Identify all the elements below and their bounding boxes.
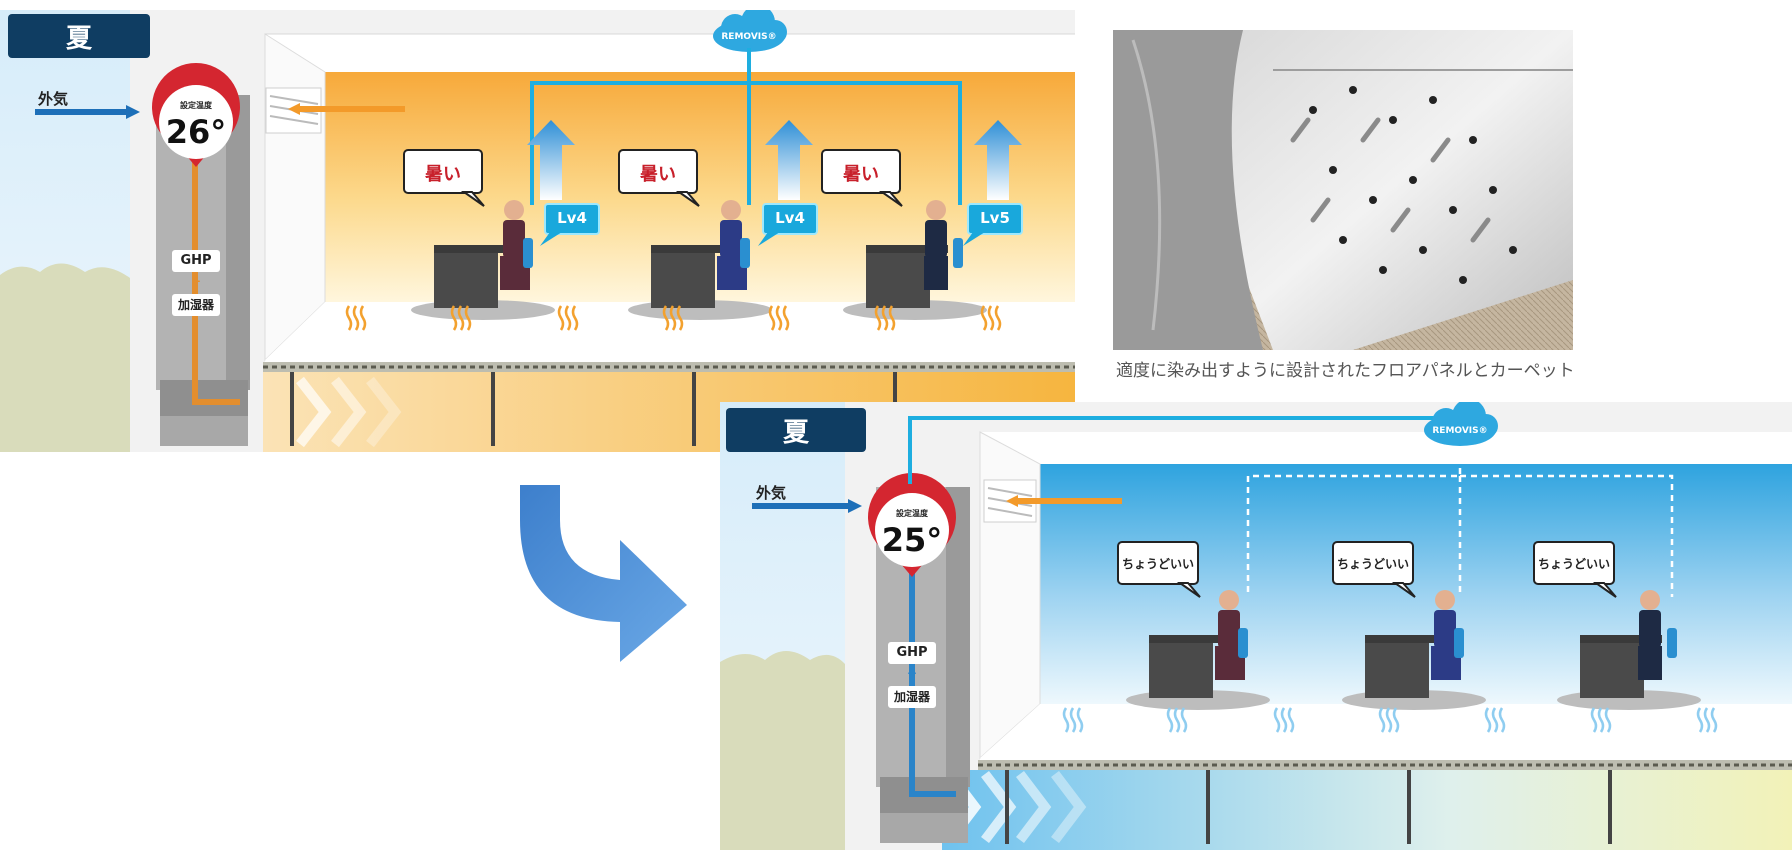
photo-caption: 適度に染み出すように設計されたフロアパネルとカーペット [1116,361,1575,381]
speech-bubble-text: ちょうどいい [1121,557,1194,571]
cloud-icon [1424,402,1498,446]
speech-bubble-text: ちょうどいい [1537,557,1610,571]
season-label: 夏 [726,408,866,452]
cloud-icon [713,10,787,52]
heat-wave-icon [1062,707,1718,733]
person-at-desk-icon [1126,590,1270,710]
ghp-label: GHP [888,642,936,664]
heat-wave-icon [345,305,1002,331]
level-badge: Lv5 [980,209,1010,227]
setpoint-value: 25° [881,521,943,559]
humidifier-label: 加湿器 [172,294,220,316]
season-label: 夏 [8,14,150,58]
person-at-desk-icon [1342,590,1486,710]
up-arrow-icon [527,120,575,200]
speech-bubble-text: 暑い [843,164,879,185]
person-at-desk-icon [411,200,555,320]
level-badge: Lv4 [557,209,587,227]
ghp-label: GHP [172,250,220,272]
after-diagram: 夏 外気 設定温度 25° GHP + 加湿器 REMOVIS® ちょうどいい … [720,402,1792,850]
outside-air-label: 外気 [756,484,787,502]
setpoint-label: 設定温度 [896,509,928,518]
setpoint-value: 26° [165,113,227,151]
person-at-desk-icon [843,200,987,320]
removis-cloud-label: REMOVIS® [1432,426,1488,436]
removis-cloud-label: REMOVIS® [721,32,777,42]
curved-arrow-icon [515,480,695,670]
setpoint-label: 設定温度 [180,101,212,110]
up-arrow-icon [765,120,813,200]
outside-air-label: 外気 [38,90,69,108]
humidifier-label: 加湿器 [888,686,936,708]
before-diagram: 夏 外気 設定温度 26° GHP + 加湿器 REMOVIS® 暑い 暑い 暑… [0,10,1075,452]
level-badge: Lv4 [775,209,805,227]
plus-sign: + [906,666,918,680]
floor-panel-photo [1113,30,1573,350]
speech-bubble-text: ちょうどいい [1336,557,1409,571]
up-arrow-icon [974,120,1022,200]
speech-bubble-text: 暑い [640,164,676,185]
person-at-desk-icon [1557,590,1701,710]
speech-bubble-text: 暑い [425,164,461,185]
plus-sign: + [190,274,202,288]
